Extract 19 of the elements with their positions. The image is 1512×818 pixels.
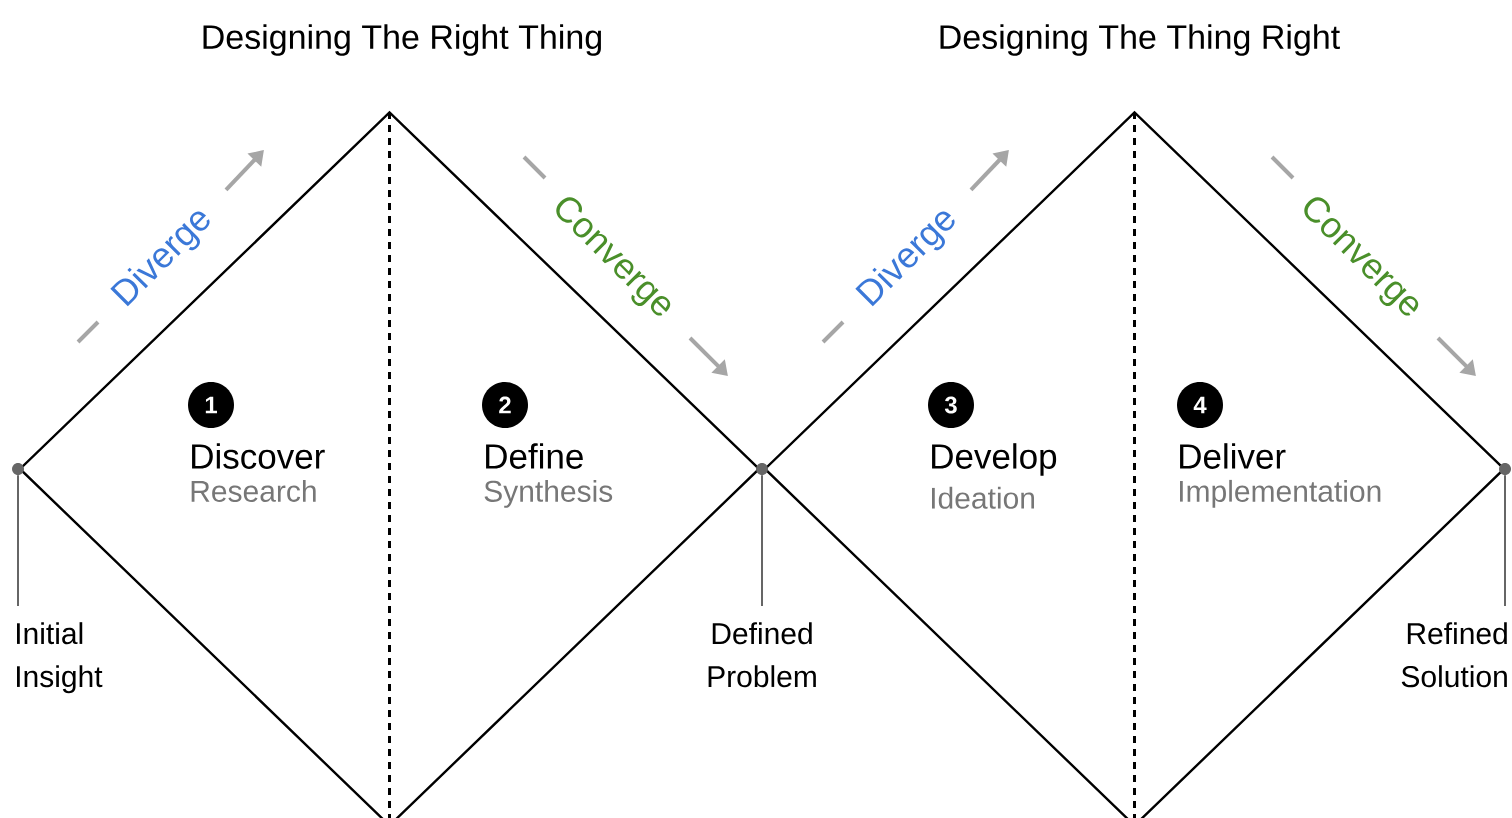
stage-title: Develop [932, 443, 1057, 476]
number-badge: 3 [928, 382, 974, 428]
heading: Designing The Right Thing [203, 24, 601, 56]
number-badge: 1 [188, 382, 234, 428]
stage-subtitle: Implementation [1180, 479, 1381, 508]
stage-title: Define [486, 443, 583, 469]
point-label: Refined Solution [1401, 622, 1507, 688]
point-label: Defined Problem [708, 622, 816, 688]
stage-subtitle: Research [191, 479, 316, 502]
leader-line [17, 474, 19, 607]
stage-title: Deliver [1180, 443, 1286, 469]
heading: Designing The Thing Right [940, 24, 1340, 56]
number-badge: 4 [1177, 382, 1223, 428]
number-badge: 2 [482, 382, 528, 428]
stage-title: Discover [192, 443, 325, 469]
leader-line [1504, 474, 1506, 607]
stage-subtitle: Synthesis [484, 479, 613, 508]
stage-subtitle: Ideation [932, 486, 1034, 509]
point-label: Initial Insight [17, 622, 103, 694]
